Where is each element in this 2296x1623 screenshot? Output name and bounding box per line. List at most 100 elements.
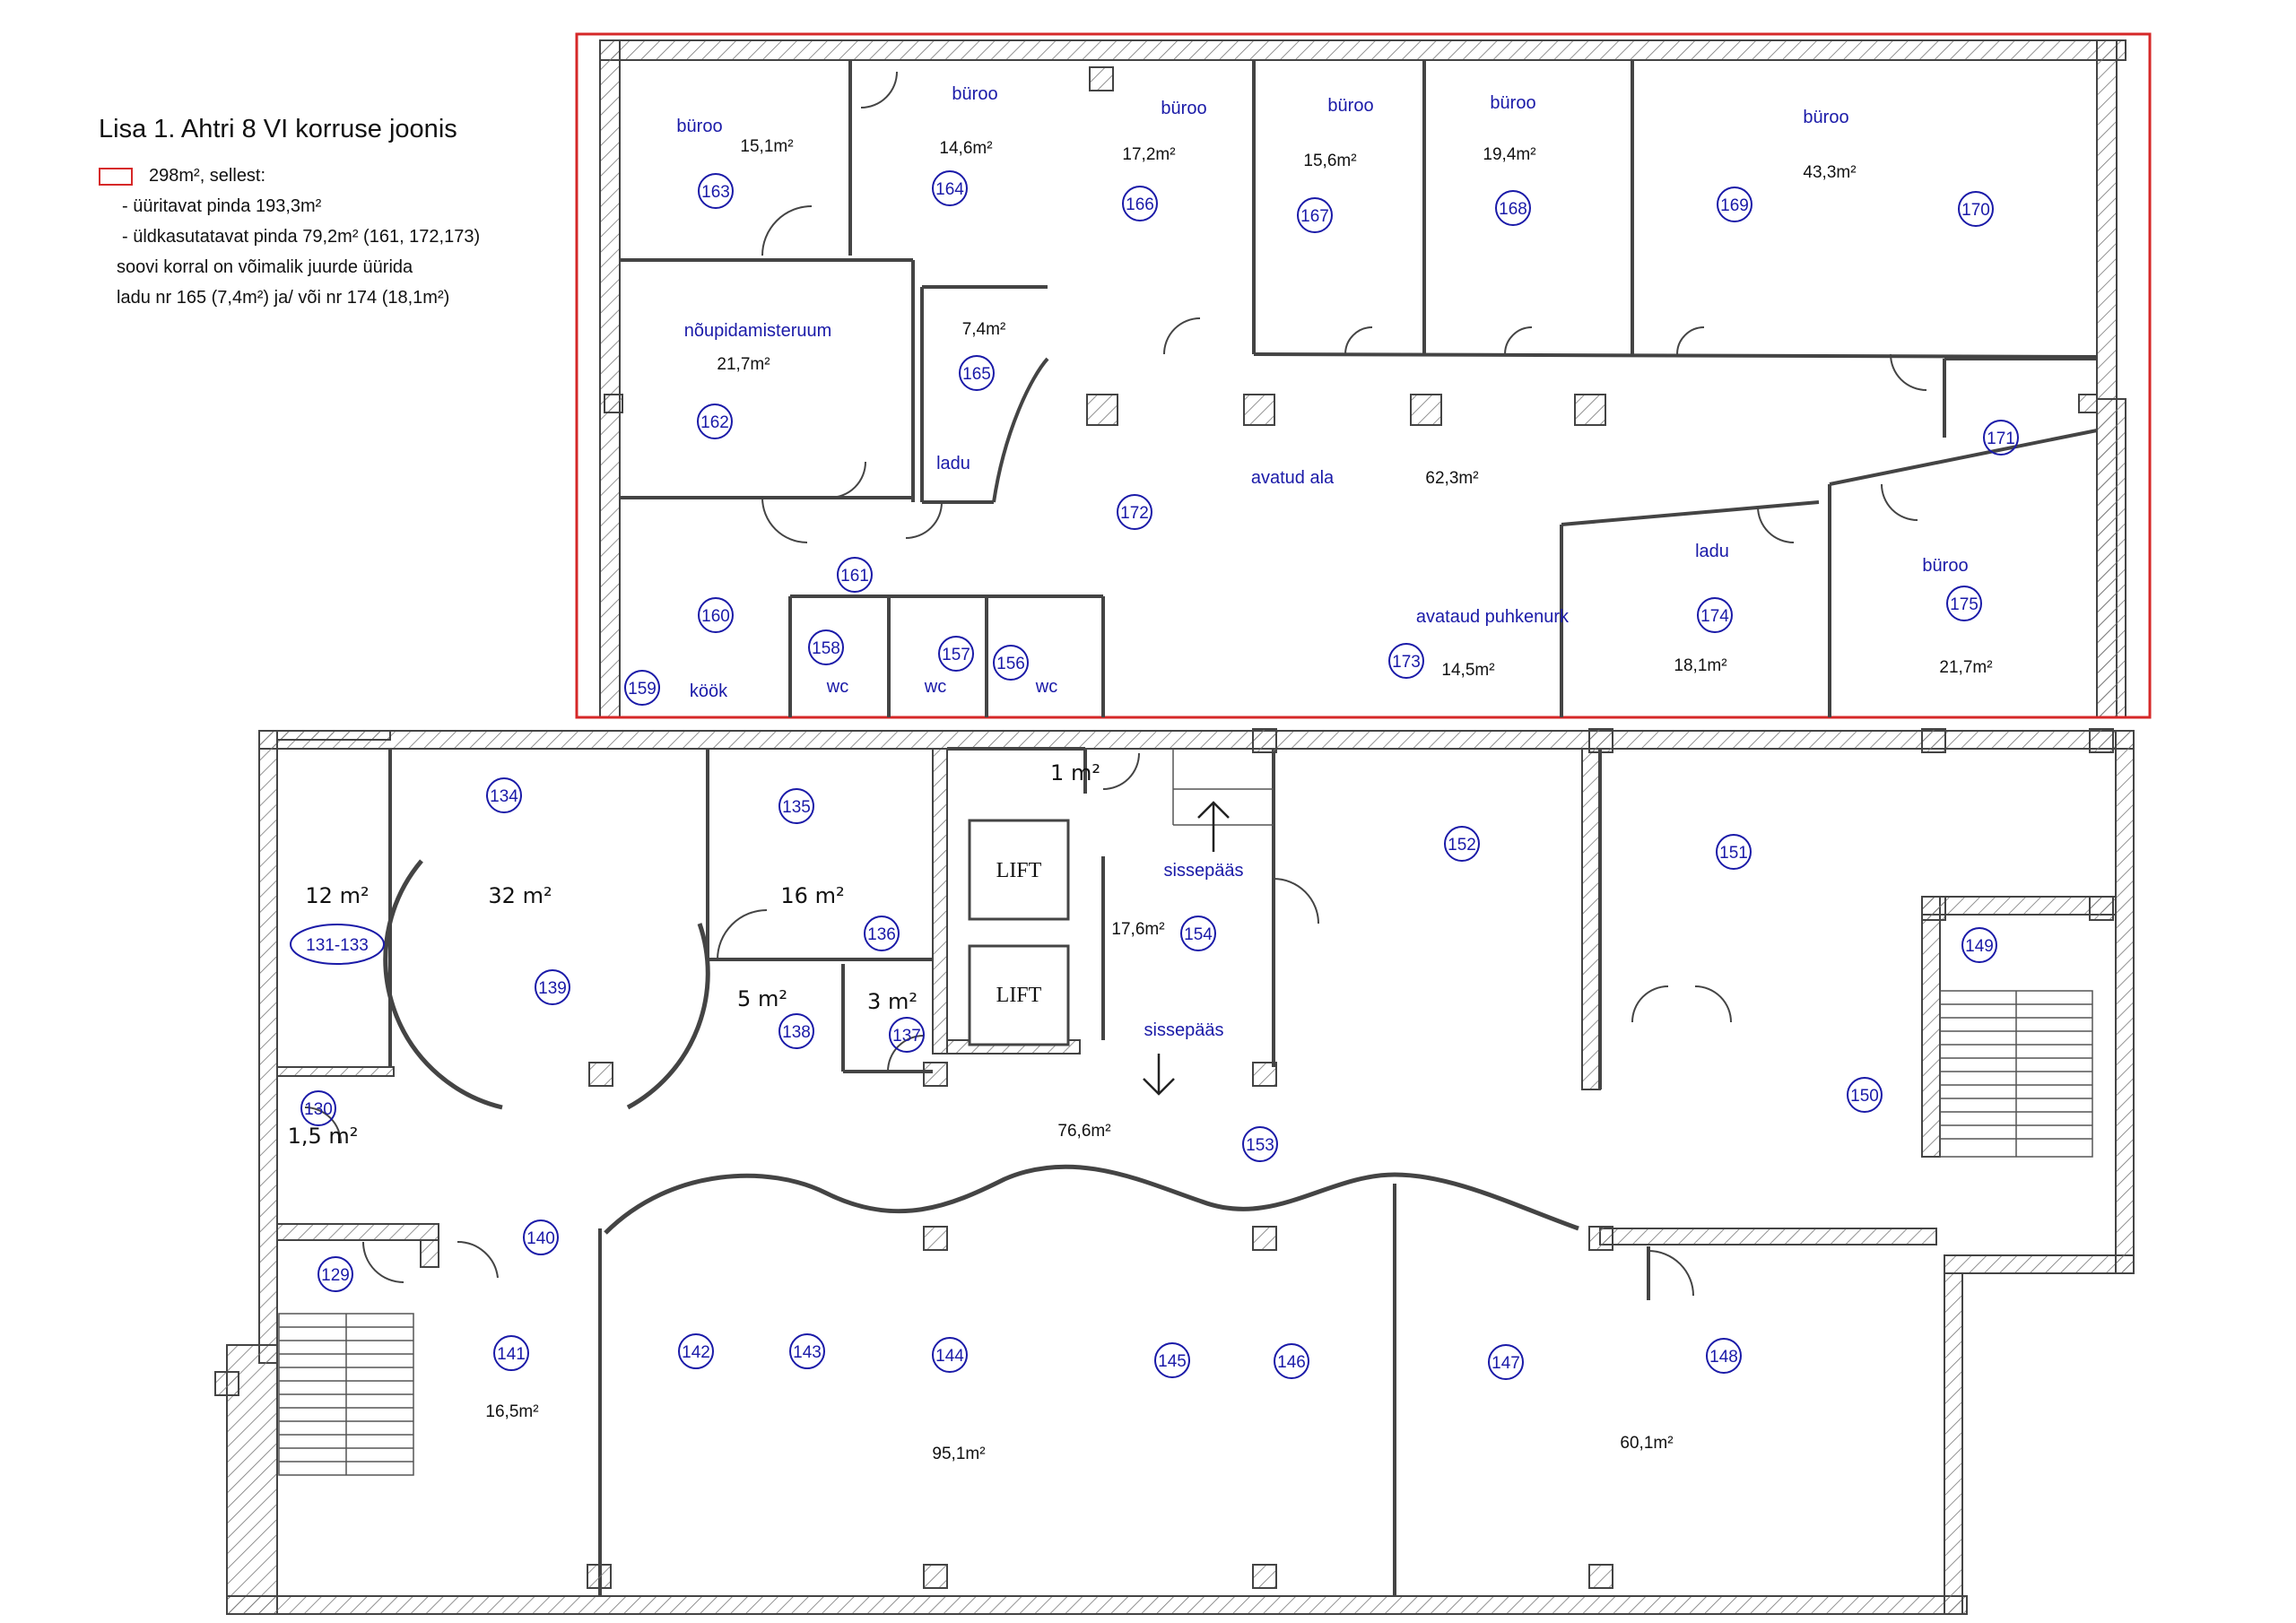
room-number-circle xyxy=(932,1337,968,1373)
area-label: 16,5m² xyxy=(485,1402,538,1421)
room-label: büroo xyxy=(1161,99,1206,118)
room-number: 138 xyxy=(778,1013,814,1049)
legend-optional: soovi korral on võimalik juurde üürida xyxy=(117,257,413,277)
area-label: 21,7m² xyxy=(717,355,770,374)
room-number-text: 136 xyxy=(867,925,896,944)
room-number-circle xyxy=(1706,1338,1742,1374)
room-number-circle xyxy=(624,670,660,706)
room-number-text: 175 xyxy=(1950,595,1979,614)
room-number-circle xyxy=(486,777,522,813)
room-number-text: 150 xyxy=(1850,1087,1879,1106)
area-label: 43,3m² xyxy=(1803,163,1856,182)
room-number-circle xyxy=(959,355,995,391)
columns xyxy=(214,66,2114,1589)
room-number-circle xyxy=(808,629,844,665)
room-number-circle xyxy=(1444,826,1480,862)
area-label: 62,3m² xyxy=(1425,469,1478,488)
room-number-circle xyxy=(932,170,968,206)
room-number-text: 170 xyxy=(1961,201,1990,220)
room-number-text: 142 xyxy=(682,1343,710,1362)
drawing-title: Lisa 1. Ahtri 8 VI korruse joonis xyxy=(99,115,457,143)
room-number-circle xyxy=(523,1219,559,1255)
room-number: 139 xyxy=(535,969,570,1005)
room-label: wc xyxy=(826,677,848,697)
legend-rentable: - üüritavat pinda 193,3m² xyxy=(122,196,322,216)
room-number-text: 145 xyxy=(1158,1352,1187,1371)
room-number: 168 xyxy=(1495,190,1531,226)
room-number-text: 158 xyxy=(812,639,840,658)
room-number: 170 xyxy=(1958,191,1994,227)
room-number-text: 171 xyxy=(1987,430,2015,448)
room-number: 162 xyxy=(697,404,733,439)
room-number: 144 xyxy=(932,1337,968,1373)
area-label: 19,4m² xyxy=(1483,145,1535,164)
room-number: 137 xyxy=(889,1017,925,1053)
room-number-text: 167 xyxy=(1300,207,1329,226)
lift-box-1 xyxy=(968,819,1070,921)
room-number-circle xyxy=(1958,191,1994,227)
room-number: 157 xyxy=(938,636,974,672)
room-number-text: 172 xyxy=(1120,504,1149,523)
room-number: 150 xyxy=(1847,1077,1883,1113)
room-number-circle xyxy=(1847,1077,1883,1113)
rental-area-outline xyxy=(575,32,2152,719)
room-number-circle xyxy=(1983,420,2019,456)
area-label-large: 5 m² xyxy=(737,986,787,1011)
interior-walls xyxy=(388,60,2098,1596)
area-label: 60,1m² xyxy=(1620,1434,1673,1453)
room-number: 163 xyxy=(698,173,734,209)
room-number-circle xyxy=(993,645,1029,681)
room-number-circle xyxy=(789,1333,825,1369)
room-number-circle xyxy=(778,1013,814,1049)
room-number-text: 149 xyxy=(1965,937,1994,956)
room-number: 166 xyxy=(1122,186,1158,221)
lift-label: LIFT xyxy=(996,984,1042,1007)
room-number-circle xyxy=(678,1333,714,1369)
room-number: 143 xyxy=(789,1333,825,1369)
area-label-large: 32 m² xyxy=(488,883,552,908)
room-number-text: 159 xyxy=(628,680,657,699)
room-number: 145 xyxy=(1154,1342,1190,1378)
legend-total-text: 298m², sellest: xyxy=(149,166,266,186)
room-number-circle xyxy=(493,1335,529,1371)
room-label: wc xyxy=(924,677,946,697)
room-number-circle xyxy=(1717,187,1752,222)
room-number: 172 xyxy=(1117,494,1152,530)
room-number-text: 154 xyxy=(1184,925,1213,944)
room-number: 149 xyxy=(1961,927,1997,963)
room-number-circle xyxy=(697,404,733,439)
room-number-circle xyxy=(1122,186,1158,221)
room-number-text: 129 xyxy=(321,1266,350,1285)
room-number-circle xyxy=(864,916,900,951)
room-number-circle xyxy=(535,969,570,1005)
legend: Lisa 1. Ahtri 8 VI korruse joonis 298m²,… xyxy=(99,115,480,313)
room-number: 175 xyxy=(1946,586,1982,621)
room-number-text: 146 xyxy=(1277,1353,1306,1372)
room-label: büroo xyxy=(952,84,997,104)
room-number: 135 xyxy=(778,788,814,824)
room-label: büroo xyxy=(676,117,722,136)
room-number: 142 xyxy=(678,1333,714,1369)
room-number: 151 xyxy=(1716,834,1752,870)
room-number-text: 152 xyxy=(1448,836,1476,855)
room-number: 158 xyxy=(808,629,844,665)
highlight-swatch xyxy=(99,167,133,186)
room-number: 152 xyxy=(1444,826,1480,862)
area-label: 14,5m² xyxy=(1441,661,1494,680)
area-label-large: 12 m² xyxy=(305,883,369,908)
room-number-text: 160 xyxy=(701,607,730,626)
room-number-circle xyxy=(1488,1344,1524,1380)
room-number-circle xyxy=(1180,916,1216,951)
room-number: 169 xyxy=(1717,187,1752,222)
room-number-circle xyxy=(938,636,974,672)
stairs xyxy=(278,749,2093,1476)
room-number-circle xyxy=(1716,834,1752,870)
hatched-walls xyxy=(226,39,2135,1615)
room-number: 173 xyxy=(1388,643,1424,679)
room-number: 164 xyxy=(932,170,968,206)
room-number-text: 135 xyxy=(782,798,811,817)
